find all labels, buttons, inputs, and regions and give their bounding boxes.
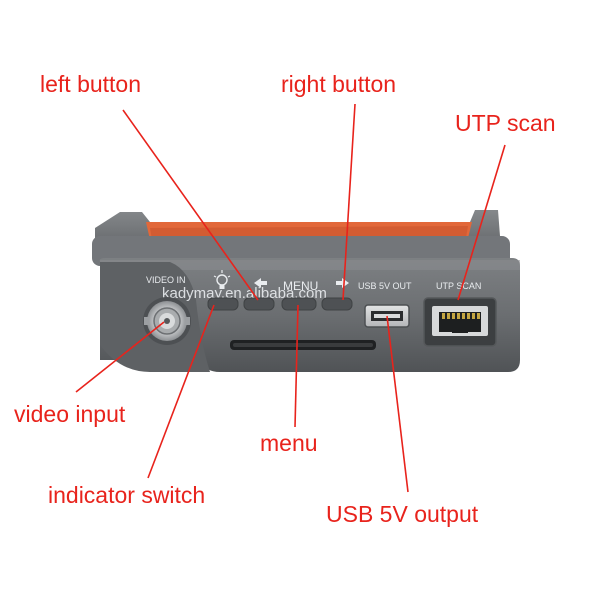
menu-panel-label: MENU (283, 279, 318, 293)
leader-indicator-switch (147, 304, 215, 479)
bulb-icon (213, 270, 231, 289)
leader-left-button (122, 109, 259, 301)
left-button-label: left button (40, 71, 142, 97)
device-front (99, 258, 520, 372)
right-button-label: right button (281, 71, 397, 97)
leader-lines (75, 103, 506, 493)
menu-label: menu (260, 430, 318, 456)
left-button[interactable] (243, 297, 275, 311)
usb-panel-label: USB 5V OUT (358, 281, 412, 291)
leader-video-input (75, 321, 165, 393)
bnc-connector[interactable] (143, 297, 191, 345)
right-button[interactable] (321, 297, 353, 311)
utp-port[interactable] (423, 297, 497, 347)
indicator-switch-label: indicator switch (48, 482, 206, 508)
utp-panel-label: UTP SCAN (436, 281, 481, 291)
video-in-label: VIDEO IN (146, 275, 186, 285)
device-top (92, 210, 510, 266)
leader-right-button (342, 103, 356, 301)
left-arrow-icon (254, 278, 267, 288)
leader-usb-output (386, 315, 409, 493)
indicator-switch-button[interactable] (207, 297, 239, 311)
leader-utp-scan (457, 144, 506, 301)
utp-scan-label: UTP scan (455, 110, 556, 136)
video-input-label: video input (14, 401, 126, 427)
usb-output-label: USB 5V output (326, 501, 479, 527)
leader-menu (294, 304, 299, 428)
menu-button[interactable] (281, 297, 317, 311)
